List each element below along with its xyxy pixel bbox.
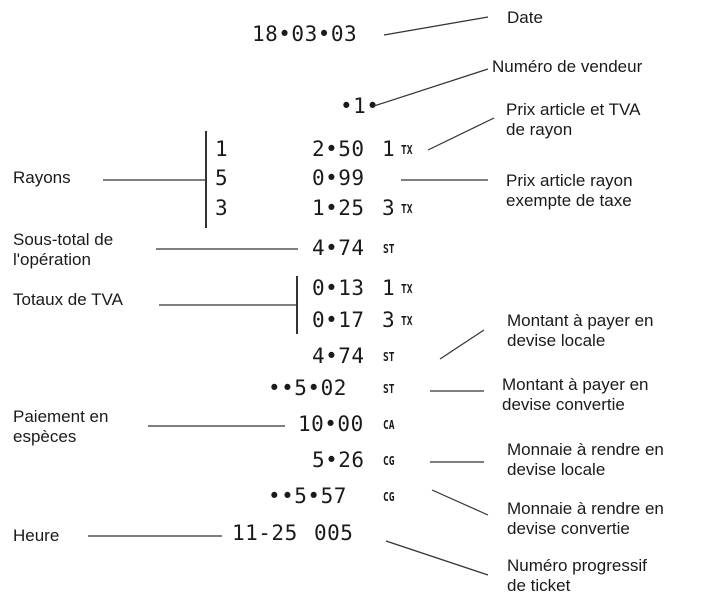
label-pay-converted-line1: Montant à payer en (502, 375, 649, 394)
label-ticket-number-line1: Numéro progressif (507, 556, 647, 575)
label-pay-local-line1: Montant à payer en (507, 311, 654, 330)
receipt-dept-3: 3 (215, 196, 229, 220)
receipt-dept-1-code: 1 (382, 137, 396, 161)
label-change-local-line1: Monnaie à rendre en (507, 440, 664, 459)
receipt-vat-2-code: 3 (382, 308, 396, 332)
leader-clerk-number (373, 68, 489, 107)
label-subtotal-line2: l'opération (13, 250, 91, 269)
receipt-cash-tag: CA (383, 418, 395, 432)
receipt-ticket-number: 005 (314, 521, 354, 545)
leader-pay-local (439, 329, 485, 360)
receipt-dept-1-tax-tag: TX (401, 143, 413, 157)
receipt-time: 11-25 (232, 521, 298, 545)
leader-dept-price-vat (427, 117, 495, 151)
label-cash-line2: espèces (13, 427, 77, 446)
label-dept-price-vat-line2: de rayon (506, 120, 573, 139)
label-dept-price-exempt-line2: exempte de taxe (506, 191, 632, 210)
receipt-date: 18•03•03 (252, 22, 358, 46)
label-change-local-line2: devise locale (507, 460, 606, 479)
receipt-dept-1: 1 (215, 137, 229, 161)
leader-date (383, 16, 489, 36)
label-subtotal-line1: Sous-total de (13, 230, 114, 249)
receipt-dept-2: 5 (215, 166, 229, 190)
receipt-subtotal-amount: 4•74 (312, 236, 365, 260)
label-pay-converted-line2: devise convertie (502, 395, 625, 414)
label-pay-local-line2: devise locale (507, 331, 606, 350)
label-date: Date (507, 8, 543, 27)
label-change-converted-line1: Monnaie à rendre en (507, 499, 664, 518)
receipt-change-local-amount: 5•26 (312, 448, 365, 472)
receipt-vat-2-amount: 0•17 (312, 308, 365, 332)
label-cash-line1: Paiement en (13, 407, 109, 426)
receipt-pay-converted-tag: ST (383, 382, 395, 396)
leader-ticket-number (385, 540, 489, 576)
label-departments: Rayons (13, 168, 71, 187)
receipt-dept-3-code: 3 (382, 196, 396, 220)
label-clerk-number: Numéro de vendeur (492, 57, 643, 76)
label-dept-price-vat-line1: Prix article et TVA (506, 100, 641, 119)
receipt-subtotal-tag: ST (383, 242, 395, 256)
receipt-change-converted-amount: ••5•57 (268, 484, 347, 508)
label-ticket-number-line2: de ticket (507, 576, 571, 595)
receipt-dept-3-tax-tag: TX (401, 202, 413, 216)
receipt-dept-2-amount: 0•99 (312, 166, 365, 190)
receipt-change-local-tag: CG (383, 454, 395, 468)
receipt-dept-1-amount: 2•50 (312, 137, 365, 161)
receipt-vat-1-amount: 0•13 (312, 276, 365, 300)
departments-bracket (205, 131, 207, 228)
label-vat-totals: Totaux de TVA (13, 290, 123, 309)
vat-totals-bracket (296, 276, 298, 334)
receipt-pay-local-tag: ST (383, 350, 395, 364)
receipt-vat-2-tax-tag: TX (401, 314, 413, 328)
receipt-vat-1-tax-tag: TX (401, 282, 413, 296)
label-dept-price-exempt-line1: Prix article rayon (506, 171, 633, 190)
receipt-clerk: •1• (340, 94, 380, 118)
label-change-converted-line2: devise convertie (507, 519, 630, 538)
receipt-cash-amount: 10•00 (298, 412, 364, 436)
receipt-change-converted-tag: CG (383, 490, 395, 504)
receipt-dept-3-amount: 1•25 (312, 196, 365, 220)
receipt-vat-1-code: 1 (382, 276, 396, 300)
receipt-pay-converted-amount: ••5•02 (268, 376, 347, 400)
leader-change-converted (431, 489, 489, 516)
label-time: Heure (13, 526, 60, 545)
receipt-pay-local-amount: 4•74 (312, 344, 365, 368)
